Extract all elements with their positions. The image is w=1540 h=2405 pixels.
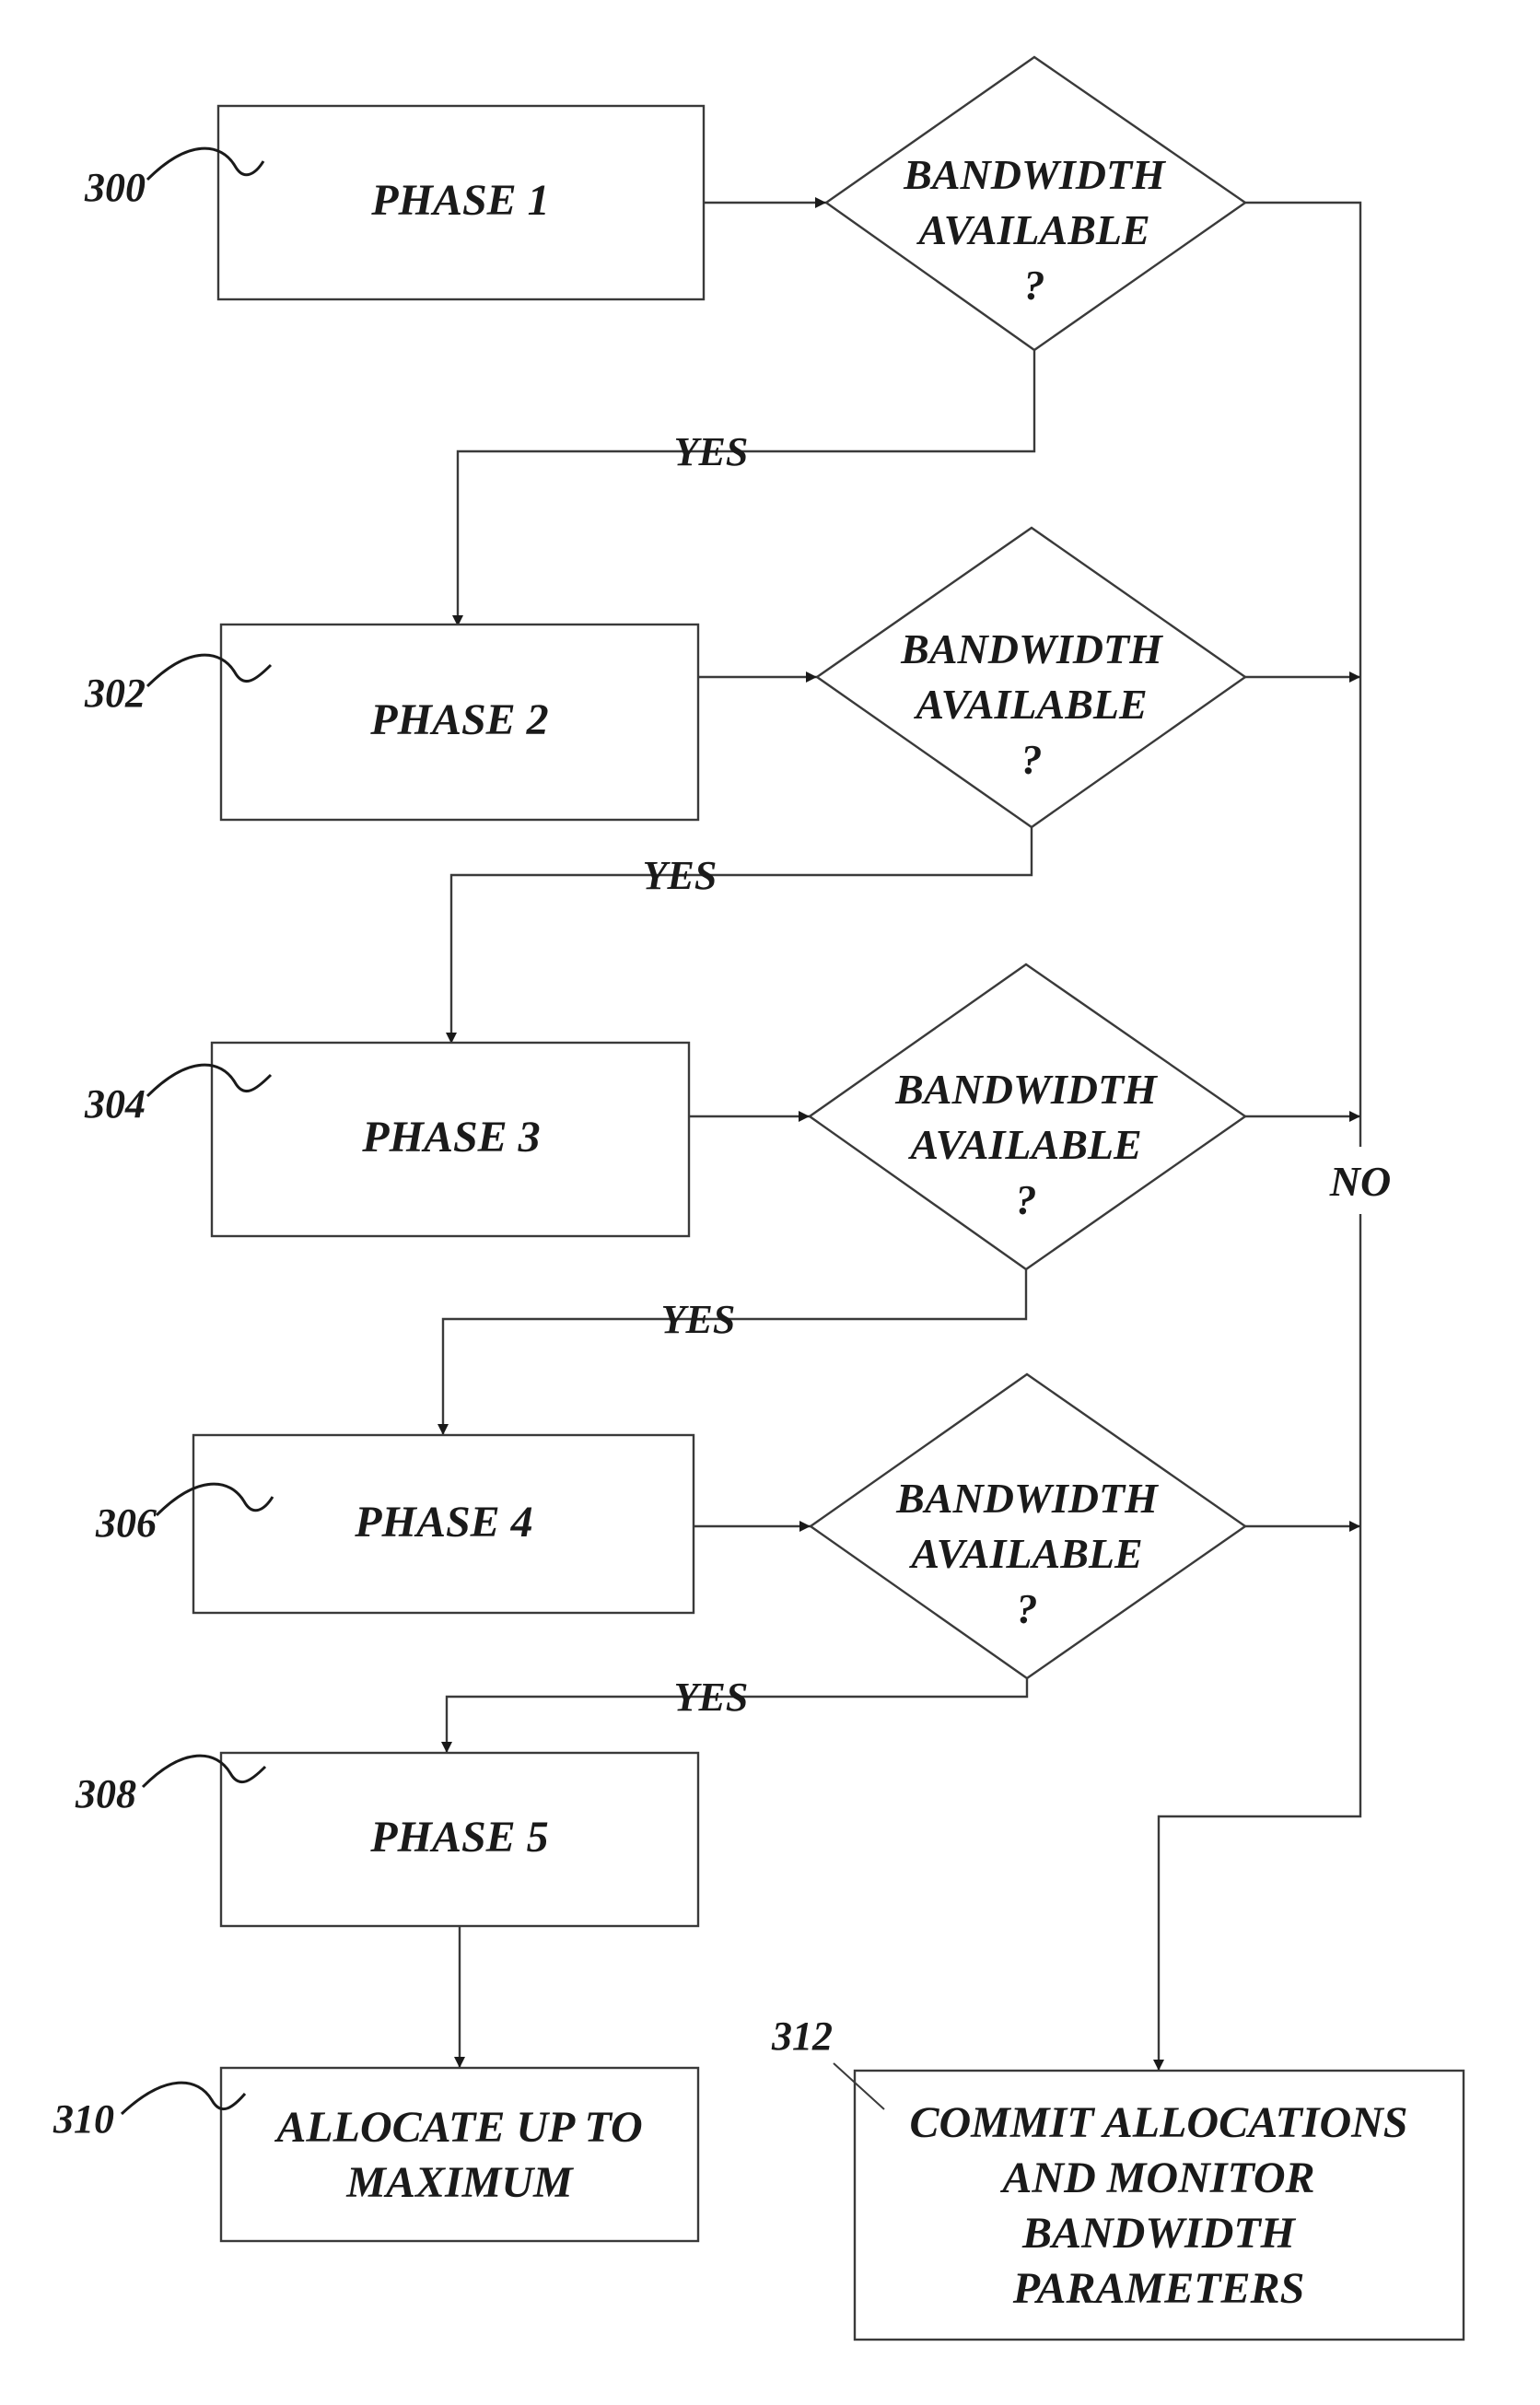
decision-1-line-3: ? bbox=[1024, 262, 1045, 309]
arrow-no-to-commit bbox=[1159, 1214, 1360, 2071]
decision-3-line-3: ? bbox=[1016, 1176, 1037, 1223]
allocate-line-1: ALLOCATE UP TO bbox=[274, 2103, 642, 2152]
decision-2-line-2: AVAILABLE bbox=[913, 681, 1147, 728]
commit-line-2: AND MONITOR bbox=[999, 2154, 1314, 2202]
commit-line-1: COMMIT ALLOCATIONS bbox=[910, 2098, 1408, 2147]
arrow-decision3-yes bbox=[443, 1269, 1026, 1435]
decision-1-line-1: BANDWIDTH bbox=[903, 151, 1166, 198]
phase-3-ref: 304 bbox=[84, 1081, 146, 1127]
phase-1-ref: 300 bbox=[84, 165, 146, 210]
decision-4-yes-label: YES bbox=[674, 1675, 749, 1720]
phase-1-label: PHASE 1 bbox=[370, 176, 549, 225]
commit-line-3: BANDWIDTH bbox=[1021, 2209, 1297, 2258]
phase-5-ref: 308 bbox=[75, 1771, 136, 1816]
phase-5-label: PHASE 5 bbox=[369, 1813, 548, 1862]
phase-4-label: PHASE 4 bbox=[354, 1498, 532, 1547]
allocate-line-2: MAXIMUM bbox=[345, 2158, 575, 2207]
commit-line-4: PARAMETERS bbox=[1012, 2264, 1305, 2313]
phase-2-label: PHASE 2 bbox=[369, 695, 548, 744]
no-label: NO bbox=[1329, 1158, 1391, 1205]
phase-4-ref: 306 bbox=[95, 1500, 157, 1546]
decision-2-line-3: ? bbox=[1021, 736, 1043, 783]
allocate-ref: 310 bbox=[52, 2096, 114, 2142]
arrow-decision2-yes bbox=[451, 827, 1032, 1044]
decision-4-line-3: ? bbox=[1017, 1585, 1038, 1632]
decision-2-yes-label: YES bbox=[643, 853, 718, 898]
decision-3-line-1: BANDWIDTH bbox=[894, 1066, 1158, 1113]
commit-ref: 312 bbox=[771, 2014, 833, 2059]
decision-3-diamond bbox=[810, 964, 1245, 1269]
phase-2-ref: 302 bbox=[84, 671, 146, 716]
decision-4-line-1: BANDWIDTH bbox=[895, 1475, 1159, 1522]
decision-1-yes-label: YES bbox=[674, 429, 749, 474]
decision-3-line-2: AVAILABLE bbox=[907, 1121, 1141, 1168]
no-line-upper bbox=[1245, 203, 1360, 1147]
allocate-box bbox=[221, 2068, 698, 2241]
phase-3-label: PHASE 3 bbox=[361, 1113, 540, 1162]
decision-2-line-1: BANDWIDTH bbox=[900, 625, 1163, 672]
decision-4-diamond bbox=[811, 1374, 1245, 1678]
decision-4-line-2: AVAILABLE bbox=[908, 1530, 1142, 1577]
decision-1-line-2: AVAILABLE bbox=[916, 206, 1149, 253]
decision-3-yes-label: YES bbox=[661, 1297, 736, 1342]
